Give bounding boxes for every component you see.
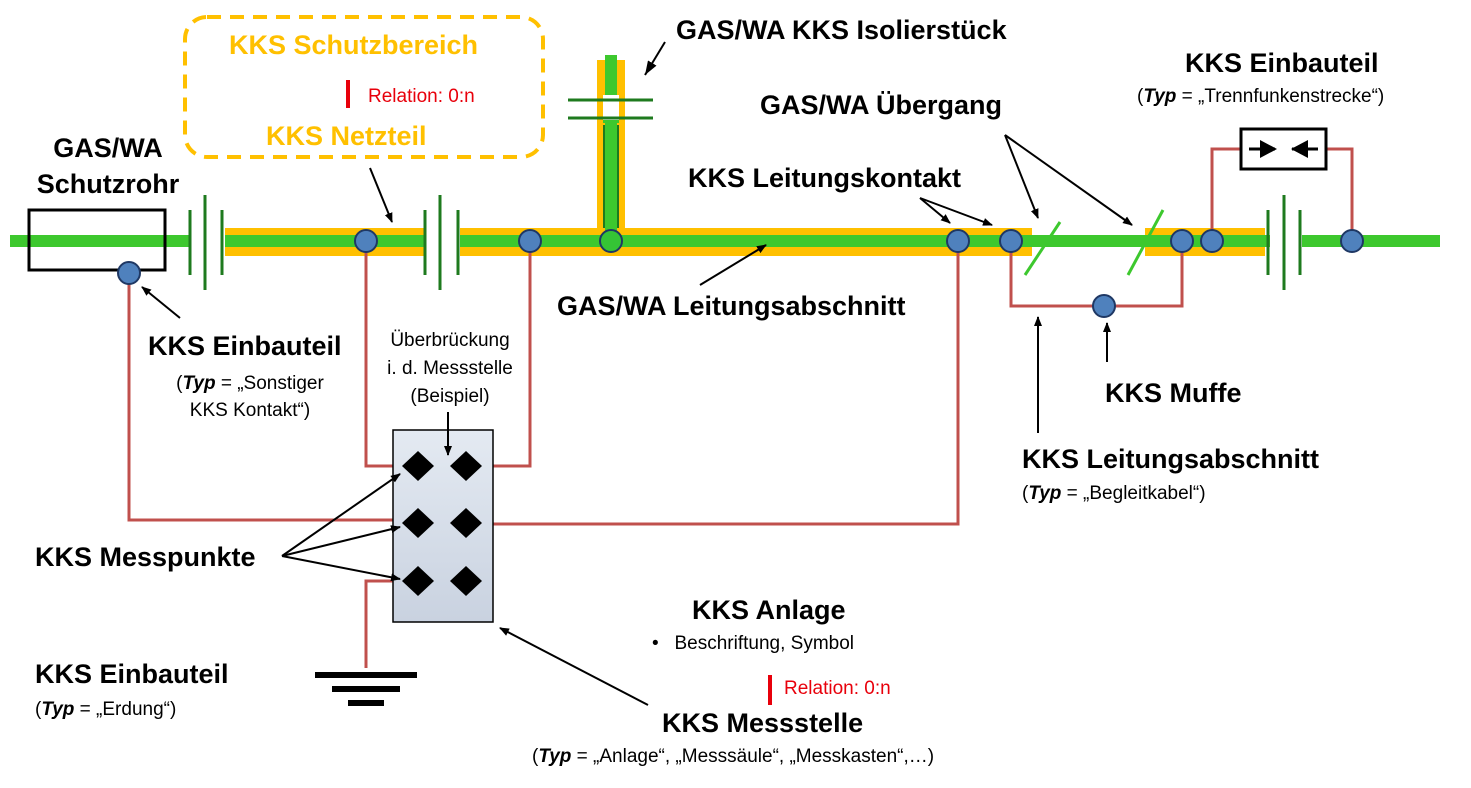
einbauteil-trennfunken-typ: (Typ = „Trennfunkenstrecke“)	[1137, 86, 1385, 107]
messpunkt	[450, 451, 482, 481]
isolierstueck-label: GAS/WA KKS Isolierstück	[676, 15, 1007, 45]
kks-leitungsabschnitt-label: KKS Leitungsabschnitt	[1022, 444, 1320, 474]
schutzrohr-box	[27, 208, 167, 272]
messstelle-typ: (Typ = „Anlage“, „Messsäule“, „Messkaste…	[532, 746, 935, 767]
node	[117, 261, 141, 285]
bullet-icon: •	[652, 633, 659, 654]
node	[518, 229, 542, 253]
node	[946, 229, 970, 253]
anlage-label: KKS Anlage	[692, 595, 846, 625]
node	[1170, 229, 1194, 253]
pipe-section-green	[10, 55, 1440, 247]
typ-key: Typ	[41, 699, 75, 720]
typ-value-line2: KKS Kontakt“)	[189, 400, 311, 421]
typ-value-line1: = „Sonstiger	[215, 373, 324, 394]
node	[999, 229, 1023, 253]
typ-key: Typ	[538, 746, 572, 767]
einbauteil-erdung-label: KKS Einbauteil	[35, 659, 229, 689]
muffe-label: KKS Muffe	[1105, 378, 1242, 408]
einbauteil-sonstiger-label: KKS Einbauteil	[148, 331, 342, 361]
messpunkt	[402, 566, 434, 596]
einbauteil-trennfunken-label: KKS Einbauteil	[1185, 48, 1379, 78]
uebergang-slash-1	[1023, 221, 1062, 276]
relation-label-bottom: Relation: 0:n	[784, 678, 891, 699]
messpunkte-label: KKS Messpunkte	[35, 542, 256, 572]
messpunkt	[450, 508, 482, 538]
uebergang-label: GAS/WA Übergang	[760, 90, 1003, 120]
netzteil-label: KKS Netzteil	[266, 121, 427, 151]
isolierverbindung-1	[188, 195, 224, 290]
node-green	[599, 229, 623, 253]
typ-value: = „Erdung“)	[74, 699, 177, 720]
kks-nodes	[117, 229, 1364, 318]
schutzbereich-box	[183, 15, 545, 159]
uebergang-slash-2	[1126, 209, 1165, 276]
relation-label-top: Relation: 0:n	[368, 86, 475, 107]
typ-value: = „Anlage“, „Messsäule“, „Messkasten“,…)	[571, 746, 935, 767]
typ-value: = „Trennfunkenstrecke“)	[1176, 86, 1385, 107]
typ-value: = „Begleitkabel“)	[1061, 483, 1206, 504]
node	[1340, 229, 1364, 253]
isolierverbindung-3	[1266, 195, 1302, 290]
einbauteil-sonstiger-typ: (Typ = „Sonstiger KKS Kontakt“)	[176, 373, 324, 421]
ueberbrueckung-label: Überbrückung i. d. Messstelle (Beispiel)	[365, 327, 535, 411]
isolierverbindung-2	[423, 195, 460, 290]
ueberbrueckung-line3: (Beispiel)	[410, 386, 490, 407]
messpunkt	[402, 508, 434, 538]
kks-leitungsabschnitt-typ: (Typ = „Begleitkabel“)	[1022, 483, 1206, 504]
schutzrohr-label: GAS/WA Schutzrohr	[18, 130, 198, 202]
anlage-bullet-text: Beschriftung, Symbol	[674, 633, 855, 654]
trennfunkenstrecke-symbol	[1239, 127, 1328, 171]
messpunkt	[402, 451, 434, 481]
erdung-symbol	[315, 672, 417, 706]
einbauteil-erdung-typ: (Typ = „Erdung“)	[35, 699, 177, 720]
isolierstueck-symbol	[568, 95, 653, 228]
schutzbereich-label: KKS Schutzbereich	[229, 30, 479, 60]
ueberbrueckung-line1: Überbrückung	[390, 330, 510, 351]
typ-key: Typ	[1028, 483, 1062, 504]
messpunkte-diamonds	[402, 451, 482, 596]
typ-key: Typ	[182, 373, 216, 394]
ueberbrueckung-line2: i. d. Messstelle	[387, 358, 513, 379]
node	[1200, 229, 1224, 253]
messpunkt	[450, 566, 482, 596]
gaswa-leitungsabschnitt-label: GAS/WA Leitungsabschnitt	[557, 291, 906, 321]
messstelle-label: KKS Messstelle	[662, 708, 864, 738]
node	[1092, 294, 1116, 318]
schutzrohr-label-line1: GAS/WA	[53, 133, 163, 163]
typ-key: Typ	[1143, 86, 1177, 107]
schutzrohr-label-line2: Schutzrohr	[36, 169, 180, 199]
leitungskontakt-label: KKS Leitungskontakt	[688, 163, 962, 193]
pointer-arrows	[141, 41, 1133, 706]
node	[354, 229, 378, 253]
anlage-bullet: • Beschriftung, Symbol	[652, 633, 854, 655]
